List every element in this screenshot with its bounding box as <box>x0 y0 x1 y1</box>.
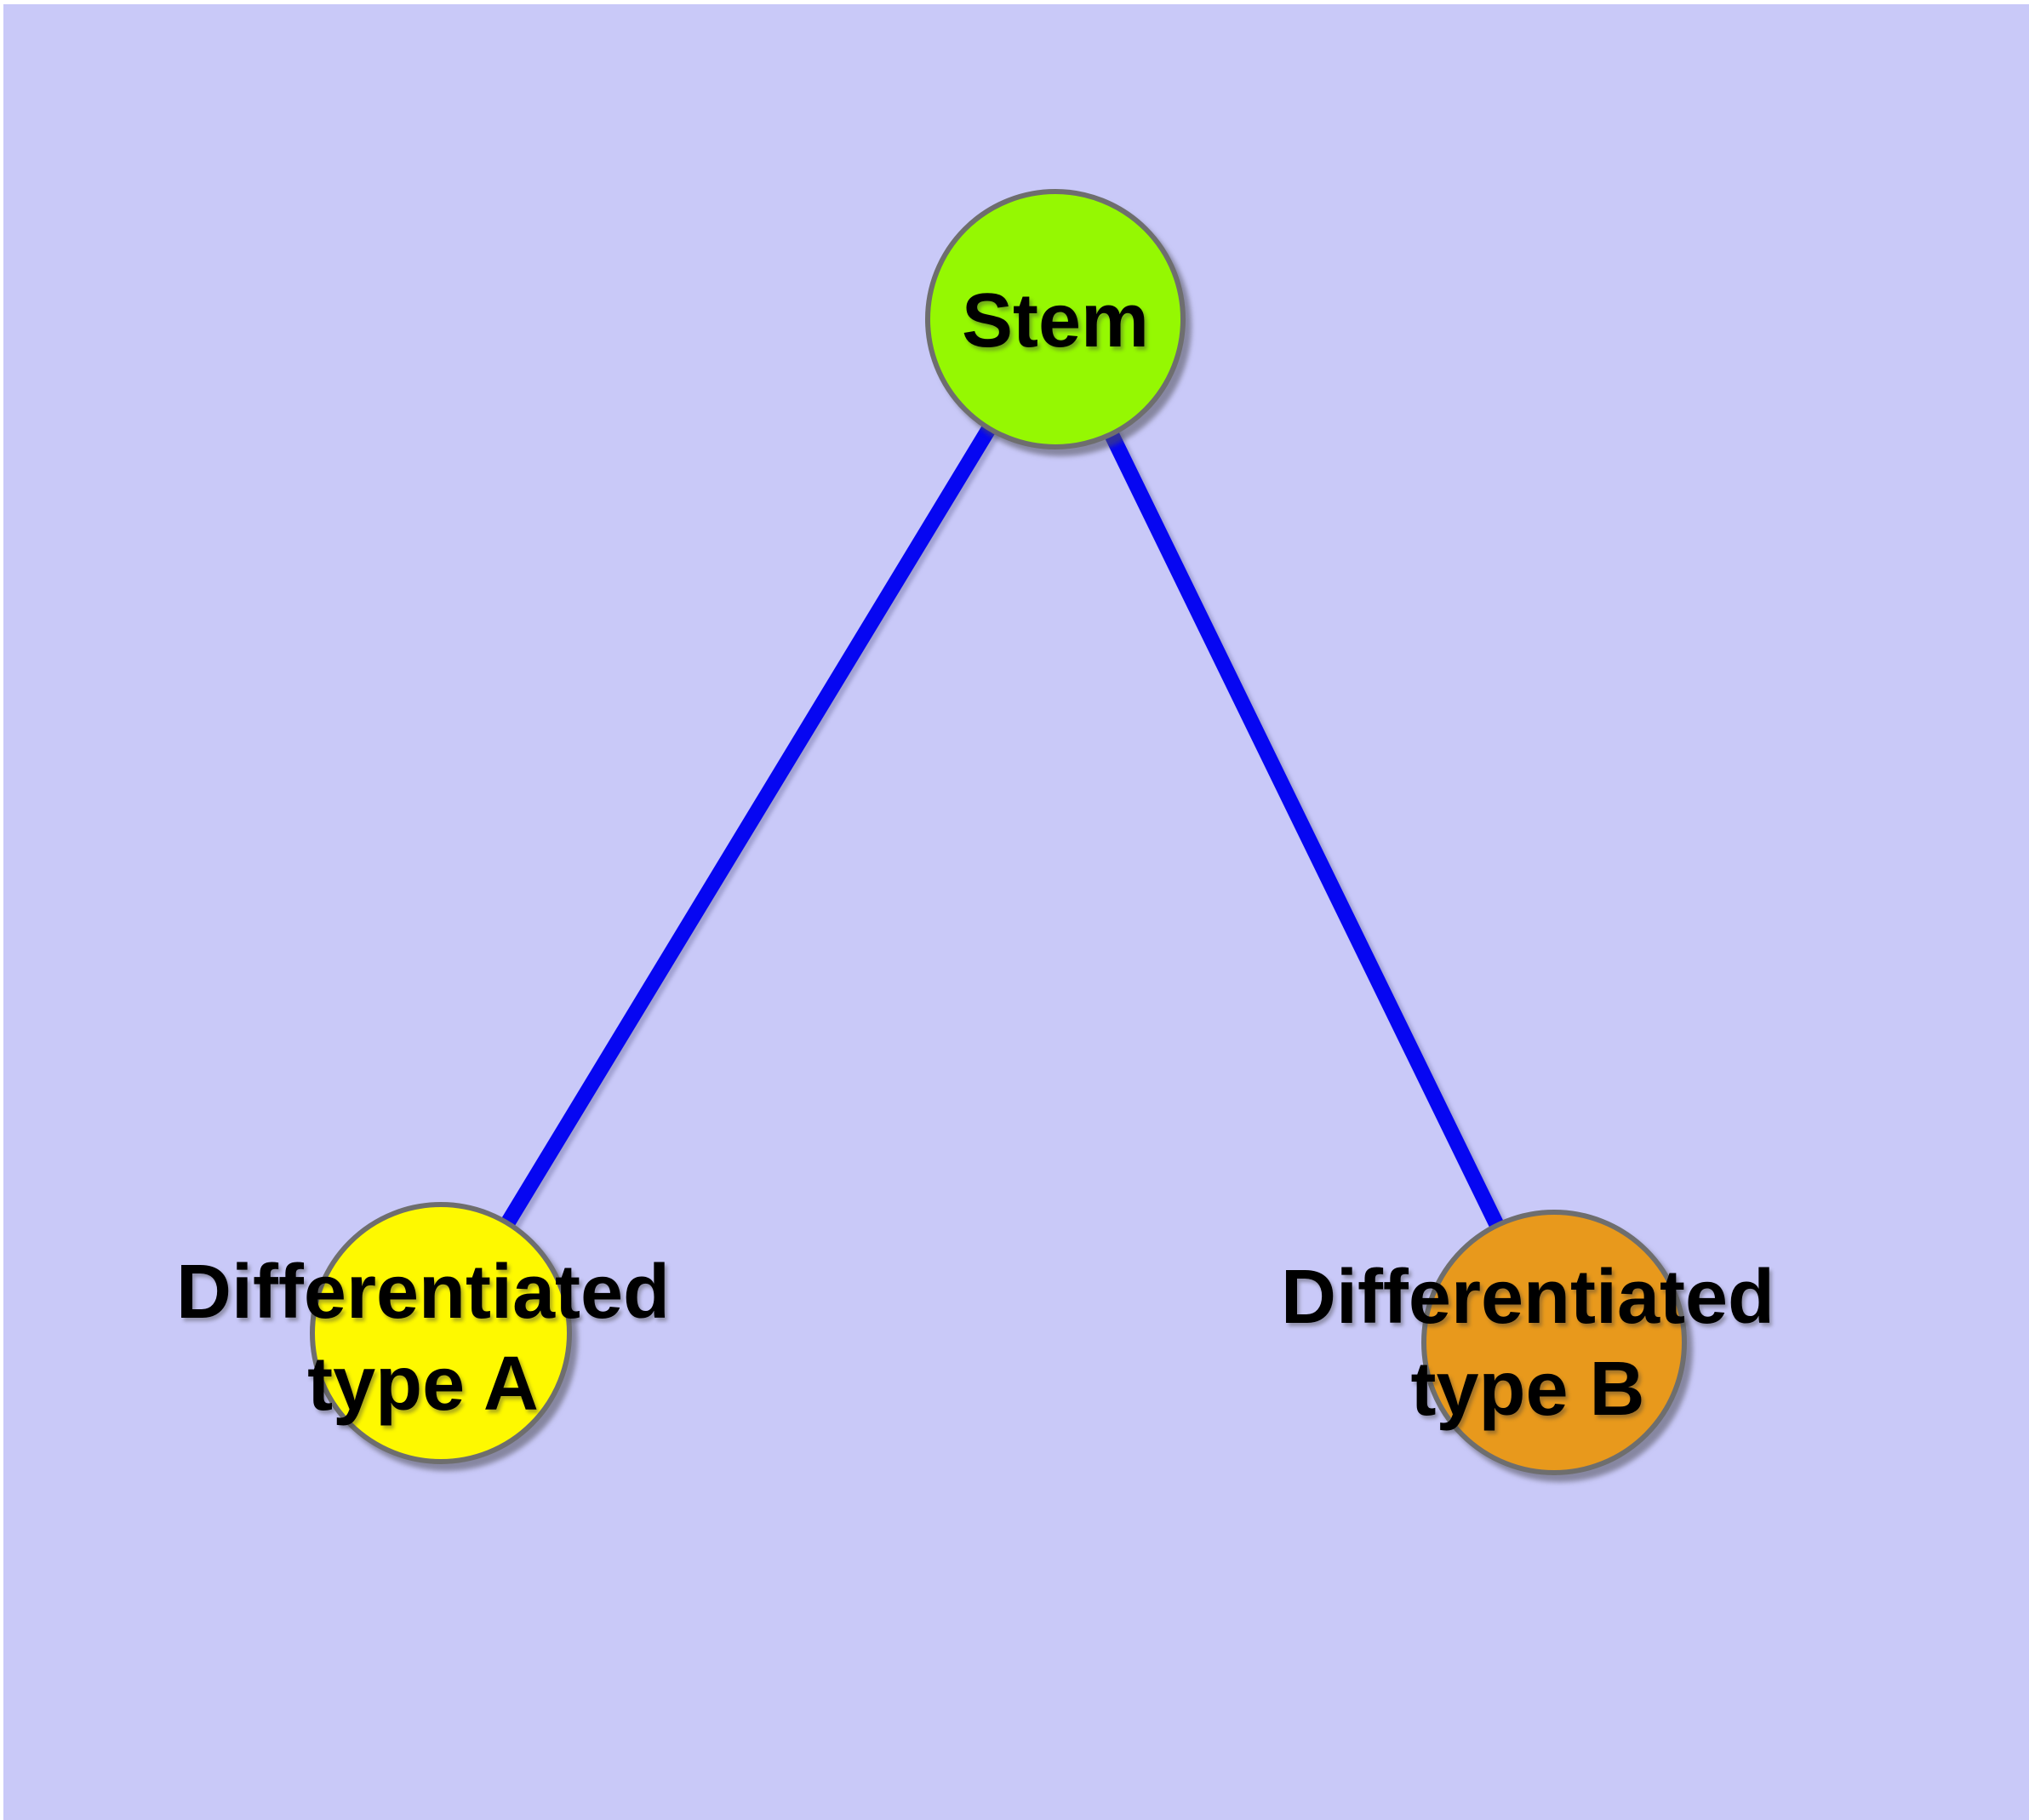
node-differentiated-type-a[interactable]: Differentiated type A <box>176 1202 670 1464</box>
node-differentiated-type-b-circle[interactable] <box>1421 1210 1687 1475</box>
node-differentiated-type-b[interactable]: Differentiated type B <box>1281 1210 1775 1475</box>
node-stem[interactable]: Stem <box>925 189 1186 449</box>
node-differentiated-type-b-label-line1: Differentiated <box>1281 1255 1775 1340</box>
edge-layer <box>434 315 1562 1346</box>
node-differentiated-type-a-circle[interactable] <box>310 1202 572 1464</box>
node-differentiated-type-a-label-line2: type A <box>307 1342 539 1427</box>
node-stem-label: Stem <box>962 278 1149 363</box>
node-differentiated-type-a-label-line1: Differentiated <box>176 1250 670 1335</box>
edge-stem-type-a <box>434 315 1062 1337</box>
node-stem-circle[interactable] <box>925 189 1186 449</box>
node-differentiated-type-b-label-line2: type B <box>1410 1347 1644 1432</box>
edge-stem-type-b <box>1048 316 1562 1346</box>
